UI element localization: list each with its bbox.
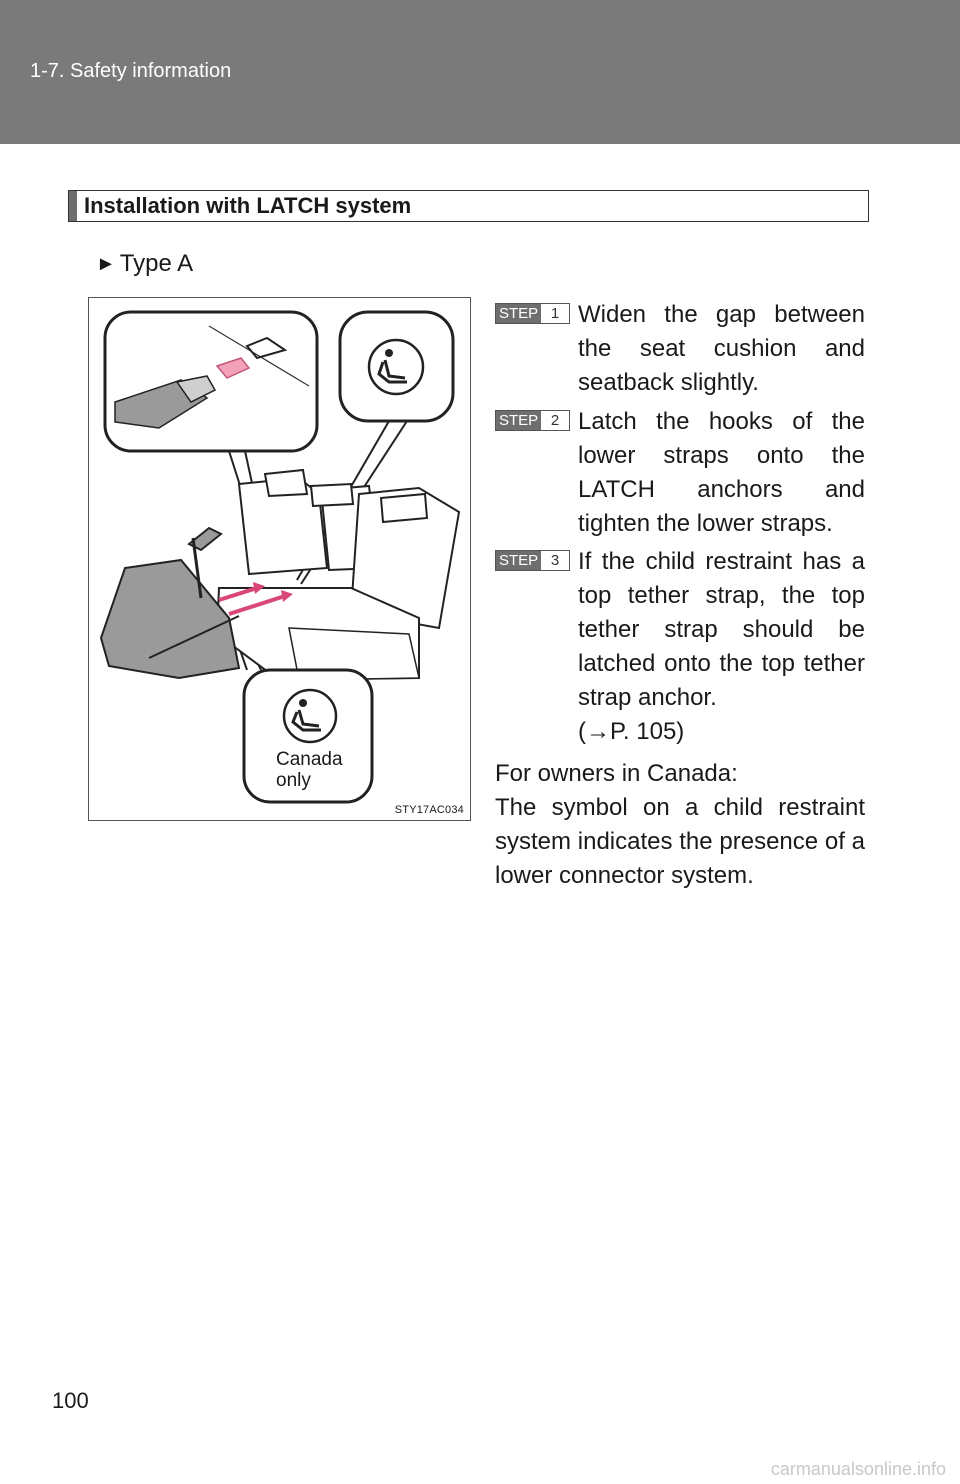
canada-note-title: For owners in Canada: [495, 760, 738, 787]
seat-illustration [99, 310, 461, 804]
canada-child-seat-symbol-icon [282, 688, 338, 744]
section-breadcrumb: 1-7. Safety information [30, 60, 232, 82]
child-seat-symbol-icon [367, 338, 425, 396]
page-reference: (→P. 105) [578, 718, 685, 745]
step-badge: STEP 3 [495, 550, 570, 571]
page-number: 100 [52, 1388, 89, 1413]
section-heading-text: Installation with LATCH system [84, 193, 412, 218]
step-badge: STEP 2 [495, 410, 570, 431]
type-label-text: Type A [119, 250, 194, 277]
step-3: STEP 3 If the child restraint has a top … [495, 545, 865, 749]
latch-illustration: Canada only STY17AC034 [88, 297, 471, 821]
step-text: Widen the gap between the seat cushion a… [578, 301, 865, 396]
canada-only-label: Canada only [276, 749, 343, 791]
step-2: STEP 2 Latch the hooks of the lower stra… [495, 405, 865, 541]
canada-note-body: The symbol on a child restraint system i… [495, 794, 865, 889]
insert-arrow-icon [215, 357, 251, 379]
section-heading: Installation with LATCH system [68, 190, 869, 222]
step-badge: STEP 1 [495, 303, 570, 324]
triangle-marker-icon: ► [96, 252, 116, 275]
step-1: STEP 1 Widen the gap between the seat cu… [495, 298, 865, 400]
child-restraint [99, 558, 241, 680]
step-text: If the child restraint has a top tether … [578, 548, 865, 711]
watermark: carmanualsonline.info [770, 1459, 946, 1479]
figure-code: STY17AC034 [394, 804, 464, 816]
step-text: Latch the hooks of the lower straps onto… [578, 408, 865, 537]
header-bar: 1-7. Safety information [0, 0, 960, 144]
type-label: ► Type A [96, 250, 193, 278]
heading-marker [69, 191, 77, 221]
canada-note: For owners in Canada: The symbol on a ch… [495, 757, 865, 893]
